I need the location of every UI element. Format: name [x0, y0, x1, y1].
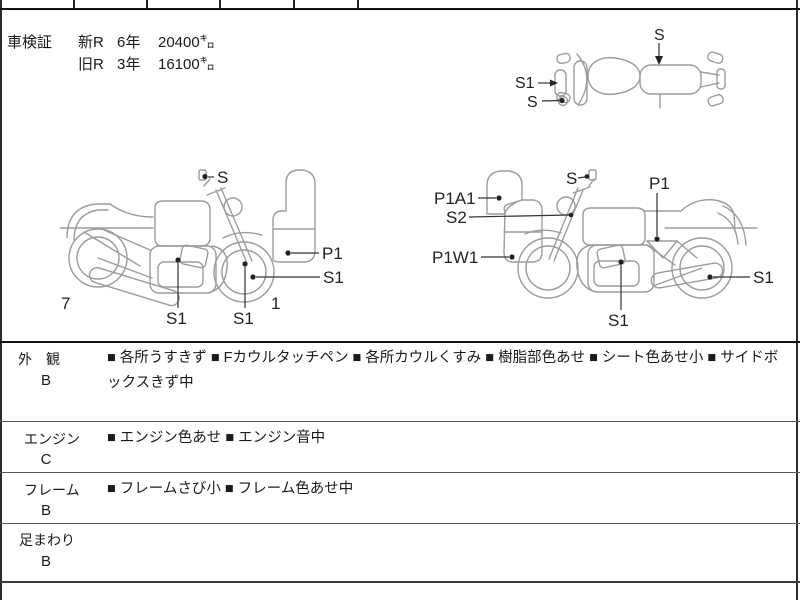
shaken-mileage-old: 16100㌔	[158, 56, 215, 73]
table-divider	[73, 0, 75, 8]
condition-grade: B	[40, 553, 51, 570]
row-divider	[0, 421, 800, 422]
damage-label-s1-fork: S1	[233, 309, 254, 328]
damage-label-p1-box: P1	[322, 244, 343, 263]
shaken-year-old: 3年	[117, 56, 141, 73]
leader-dot	[654, 236, 660, 242]
damage-label-s2-fork: S2	[446, 208, 467, 227]
panel-number-1: 1	[271, 294, 280, 313]
leader-line	[541, 99, 560, 102]
damage-label-s-mirror: S	[527, 94, 538, 111]
damage-label-s-mirror: S	[566, 169, 577, 188]
right-side-labels: P1A1 S2 P1W1 S P1 S1 S1	[432, 169, 774, 330]
right-side-line-art	[486, 169, 758, 299]
shaken-era-old: 旧R	[78, 56, 104, 73]
leader-dot	[242, 261, 248, 267]
table-divider	[219, 0, 221, 8]
left-side-line-art	[59, 169, 316, 307]
table-divider	[357, 0, 359, 8]
shaken-title: 車検証	[7, 34, 53, 51]
damage-label-s-mirror: S	[217, 168, 228, 187]
condition-name: 足まわり	[19, 532, 75, 548]
condition-notes: ■ フレームさび小 ■ フレーム色あせ中	[107, 481, 354, 497]
damage-label-s1-front-wheel: S1	[323, 268, 344, 287]
table-divider	[293, 0, 295, 8]
damage-label-s1-front: S1	[515, 75, 535, 92]
leader-line	[468, 214, 570, 218]
condition-notes: ■ エンジン色あせ ■ エンジン音中	[107, 430, 326, 446]
condition-grade: B	[40, 502, 51, 519]
motorcycle-top-view-diagram: S S1 S	[515, 27, 726, 111]
damage-label-s-seat: S	[654, 27, 665, 44]
leader-dot	[250, 274, 256, 280]
top-table-border	[0, 8, 800, 10]
leader-dot	[285, 250, 291, 256]
leader-dot	[559, 97, 565, 104]
damage-label-p1a1-windshield: P1A1	[434, 189, 476, 208]
leader-dot	[707, 274, 713, 280]
condition-name: エンジン	[24, 431, 80, 447]
top-view-labels: S S1 S	[515, 27, 665, 111]
table-divider	[146, 0, 148, 8]
row-divider	[0, 472, 800, 473]
condition-grade: B	[40, 372, 51, 389]
leader-arrow	[550, 79, 558, 87]
damage-label-p1w1-box: P1W1	[432, 248, 478, 267]
leader-dot	[496, 195, 502, 201]
top-view-line-art	[554, 51, 726, 109]
motorcycle-right-side-diagram: P1A1 S2 P1W1 S P1 S1 S1	[432, 169, 774, 330]
damage-label-p1-side-cover: P1	[649, 174, 670, 193]
damage-label-s1-engine: S1	[166, 309, 187, 328]
condition-name: 外 観	[18, 351, 60, 367]
leader-dot	[618, 259, 624, 265]
leader-dot	[584, 174, 590, 179]
leader-dot	[175, 257, 181, 263]
leader-line	[577, 176, 586, 179]
leader-dot	[568, 212, 574, 218]
condition-notes: ■ 各所うすきず ■ Fカウルタッチペン ■ 各所カウルくすみ ■ 樹脂部色あせ…	[107, 350, 779, 391]
shaken-era-new: 新R	[78, 34, 104, 51]
sheet-left-border	[0, 0, 2, 600]
condition-grade: C	[40, 451, 52, 468]
motorcycle-left-side-diagram: S P1 S1 S1 S1 7 1	[59, 168, 344, 328]
condition-table-top-border	[0, 341, 800, 343]
damage-label-s1-engine: S1	[608, 311, 629, 330]
leader-arrow	[655, 56, 663, 65]
row-divider	[0, 523, 800, 524]
sheet-right-border	[796, 0, 798, 600]
shaken-mileage-new: 20400㌔	[158, 34, 215, 51]
left-side-labels: S P1 S1 S1 S1 7 1	[61, 168, 344, 328]
panel-number-7: 7	[61, 294, 70, 313]
condition-table-bottom-border	[0, 581, 800, 583]
leader-dot	[509, 254, 515, 260]
condition-name: フレーム	[24, 482, 80, 498]
leader-dot	[202, 173, 208, 180]
shaken-year-new: 6年	[117, 34, 141, 51]
damage-label-s1-rear-wheel: S1	[753, 268, 774, 287]
